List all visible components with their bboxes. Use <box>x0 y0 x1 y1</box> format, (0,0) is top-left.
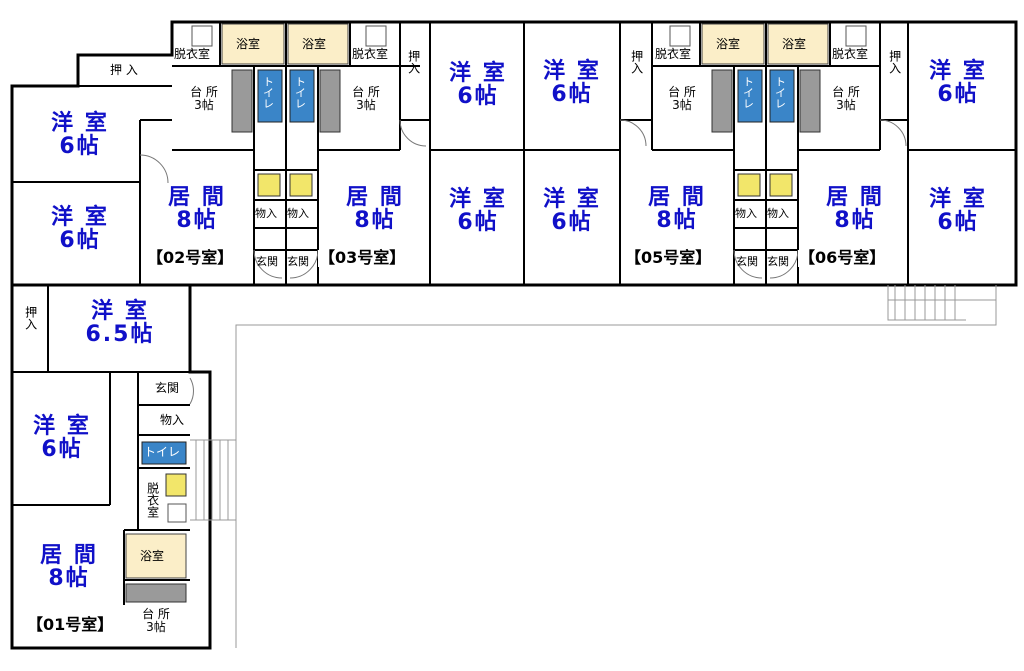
toilet-label: トイレ <box>293 76 307 109</box>
dressing-room-label: 脱衣室 <box>832 47 869 61</box>
unit-05-label: 【05号室】 <box>624 248 713 267</box>
bath-label: 浴室 <box>782 37 807 51</box>
entrance-label: 玄関 <box>256 255 278 268</box>
toilet-label: トイレ <box>144 445 181 459</box>
closet-label: 押入 <box>887 50 902 74</box>
bath-label: 浴室 <box>236 37 261 51</box>
storage-label: 物入 <box>287 207 309 220</box>
unit-01-label: 【01号室】 <box>26 615 115 634</box>
entrance-label: 玄関 <box>287 255 309 268</box>
toilet-label: トイレ <box>773 76 787 109</box>
entrance-label: 玄関 <box>155 381 180 395</box>
dressing-room-label: 脱衣室 <box>655 47 692 61</box>
closet-label: 押 入 <box>110 63 138 77</box>
bath-label: 浴室 <box>140 549 165 563</box>
storage-label: 物入 <box>735 207 757 220</box>
toilet-label: トイレ <box>741 76 755 109</box>
unit-03-label: 【03号室】 <box>318 248 407 267</box>
dressing-room-label: 脱衣室 <box>145 482 160 518</box>
entrance-label: 玄関 <box>767 255 789 268</box>
storage-label: 物入 <box>160 413 185 427</box>
unit-02-label: 【02号室】 <box>146 248 235 267</box>
closet-label: 押入 <box>23 306 38 330</box>
dressing-room-label: 脱衣室 <box>174 47 211 61</box>
unit-06-label: 【06号室】 <box>798 248 887 267</box>
dressing-room-label: 脱衣室 <box>352 47 389 61</box>
toilet-label: トイレ <box>261 76 275 109</box>
bath-label: 浴室 <box>302 37 327 51</box>
closet-label: 押入 <box>629 50 644 74</box>
entrance-label: 玄関 <box>736 255 758 268</box>
storage-label: 物入 <box>767 207 789 220</box>
closet-label: 押入 <box>406 50 421 74</box>
bath-label: 浴室 <box>716 37 741 51</box>
storage-label: 物入 <box>255 207 277 220</box>
